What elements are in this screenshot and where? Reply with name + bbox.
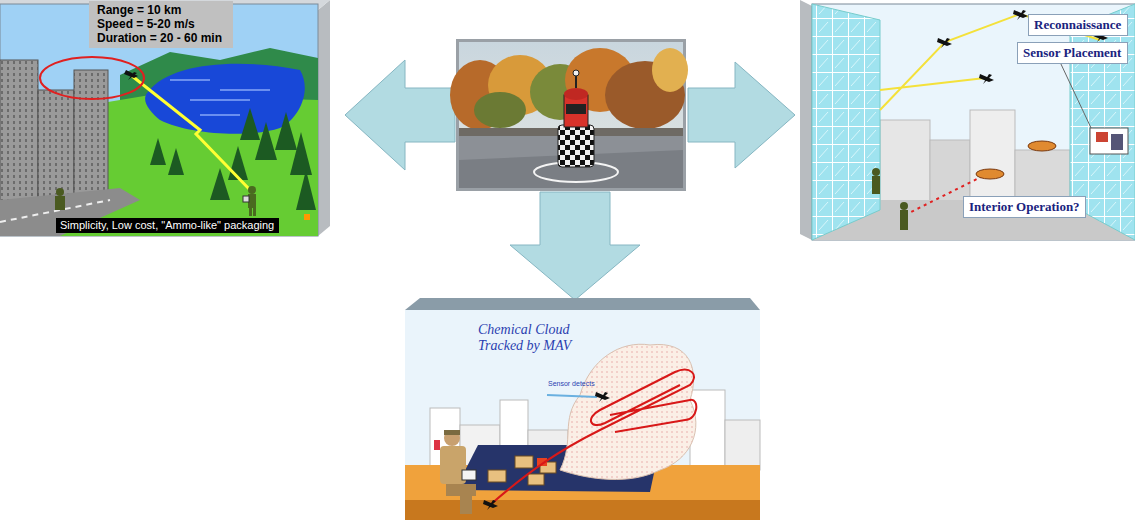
left-panel-illustration-part-part [275, 112, 297, 150]
left-panel-illustration-part-part [210, 168, 230, 200]
mav-photo-part [558, 125, 594, 167]
left-panel-illustration-part [40, 57, 144, 99]
mav-photo-part [564, 88, 588, 100]
soldier-figure [434, 430, 476, 514]
soldier-figure-part [444, 430, 460, 446]
left-panel-illustration-part [132, 76, 252, 192]
left-panel-illustration-part [124, 70, 138, 80]
right-panel-illustration-part-part [900, 210, 908, 230]
left-panel-illustration-part-part [296, 170, 316, 210]
bottom-panel-illustration-part-part [488, 470, 506, 482]
branch-arrows-part [345, 60, 455, 170]
right-panel-illustration-part [872, 168, 880, 194]
left-panel-illustration [0, 0, 330, 236]
left-panel-illustration-part-part [150, 138, 166, 165]
bottom-panel-illustration-part [725, 420, 760, 470]
bottom-panel-illustration-part [547, 395, 597, 397]
soldier-figure-part [462, 470, 476, 480]
role-tag: Reconnaissance [1028, 14, 1128, 36]
left-panel-illustration-part [74, 70, 108, 210]
caption-bar: Simplicity, Low cost, "Ammo-like" packag… [56, 218, 279, 233]
right-panel-illustration-part [800, 0, 812, 240]
left-panel-illustration-part [55, 188, 65, 210]
left-panel-illustration-part [318, 0, 330, 236]
right-panel-illustration-part [1028, 141, 1056, 151]
left-panel-illustration-part-part [255, 122, 277, 160]
mav-photo-part [456, 39, 686, 191]
right-panel-illustration-part [976, 169, 1004, 179]
left-panel-illustration-part-part [56, 188, 64, 196]
left-panel-illustration-part [243, 196, 249, 202]
branch-arrows-part [510, 192, 640, 300]
node-text: Simplicity, Low cost, "Ammo-like" packag… [60, 219, 275, 232]
right-panel-illustration-part-part [872, 168, 880, 176]
node-text: Sensor Placement [1023, 45, 1122, 61]
mav-photo [450, 39, 688, 191]
right-panel-illustration-part [900, 202, 908, 230]
left-panel-illustration-part [0, 4, 318, 236]
node-text: Interior Operation? [969, 199, 1080, 215]
right-panel-illustration-part-part [872, 176, 880, 194]
soldier-figure-part [434, 440, 440, 450]
node-text: Range = 10 km [97, 3, 225, 17]
left-panel-illustration-part [145, 64, 305, 134]
right-panel-illustration-part [1090, 128, 1128, 154]
branch-arrows-part [688, 62, 795, 168]
left-panel-illustration-part [0, 60, 38, 210]
soldier-figure-part [444, 430, 460, 435]
node-text: Speed = 5-20 m/s [97, 17, 225, 31]
mav-photo-part [474, 92, 526, 128]
bottom-panel-illustration [405, 298, 760, 520]
spec-box: Range = 10 kmSpeed = 5-20 m/sDuration = … [89, 1, 233, 48]
left-panel-illustration-part-part [290, 132, 312, 175]
bottom-panel-illustration-part [405, 298, 760, 310]
left-panel-illustration-part [38, 90, 74, 210]
right-panel-illustration-part-part [1013, 10, 1028, 20]
right-panel-illustration-part [1060, 62, 1092, 130]
left-panel-illustration-part-part [248, 186, 256, 194]
right-panel-illustration-part-part [900, 202, 908, 210]
right-panel-illustration-part [970, 110, 1015, 210]
bottom-panel-illustration-part [490, 370, 696, 505]
left-panel-illustration-part [170, 80, 270, 115]
right-panel-illustration-part [1096, 132, 1108, 142]
left-panel-illustration-part-part [55, 196, 65, 210]
left-panel-illustration-part-part [249, 207, 252, 216]
left-panel-illustration-part-part [168, 148, 184, 175]
mav-photo-part [652, 48, 688, 92]
bottom-panel-illustration-part-part [528, 474, 544, 485]
branch-arrows [345, 60, 795, 300]
sensor-note: Sensor detects [548, 380, 595, 388]
mav-photo-part [573, 70, 579, 76]
right-panel-illustration-part-part [979, 74, 994, 84]
right-panel-illustration-part [812, 4, 880, 240]
right-panel-illustration-part [812, 4, 1135, 240]
bottom-panel-illustration-part [483, 500, 498, 510]
bottom-panel-illustration-part [405, 310, 760, 520]
role-tag: Interior Operation? [963, 196, 1086, 218]
right-panel-illustration-part-part [937, 38, 952, 48]
role-tag: Sensor Placement [1017, 42, 1128, 64]
bottom-panel-illustration-part [405, 500, 760, 520]
left-panel-illustration-part [150, 108, 316, 210]
left-panel-illustration-part [304, 214, 310, 220]
bottom-panel-illustration-part [595, 392, 610, 402]
node-text: Duration = 20 - 60 min [97, 31, 225, 45]
right-panel-illustration [800, 0, 1135, 240]
left-panel-illustration-part-part [240, 108, 260, 140]
mav-photo-part [566, 104, 586, 114]
left-panel-illustration-part-part [253, 207, 256, 216]
node-text: Reconnaissance [1034, 17, 1122, 33]
right-panel-illustration-part [1111, 134, 1123, 150]
soldier-figure-part [460, 492, 472, 514]
right-panel-illustration-part [880, 120, 930, 210]
left-panel-illustration-part-part [228, 146, 248, 180]
bottom-panel-illustration-part-part [515, 456, 533, 468]
cloud-title: Chemical Cloud Tracked by MAV [478, 322, 590, 354]
